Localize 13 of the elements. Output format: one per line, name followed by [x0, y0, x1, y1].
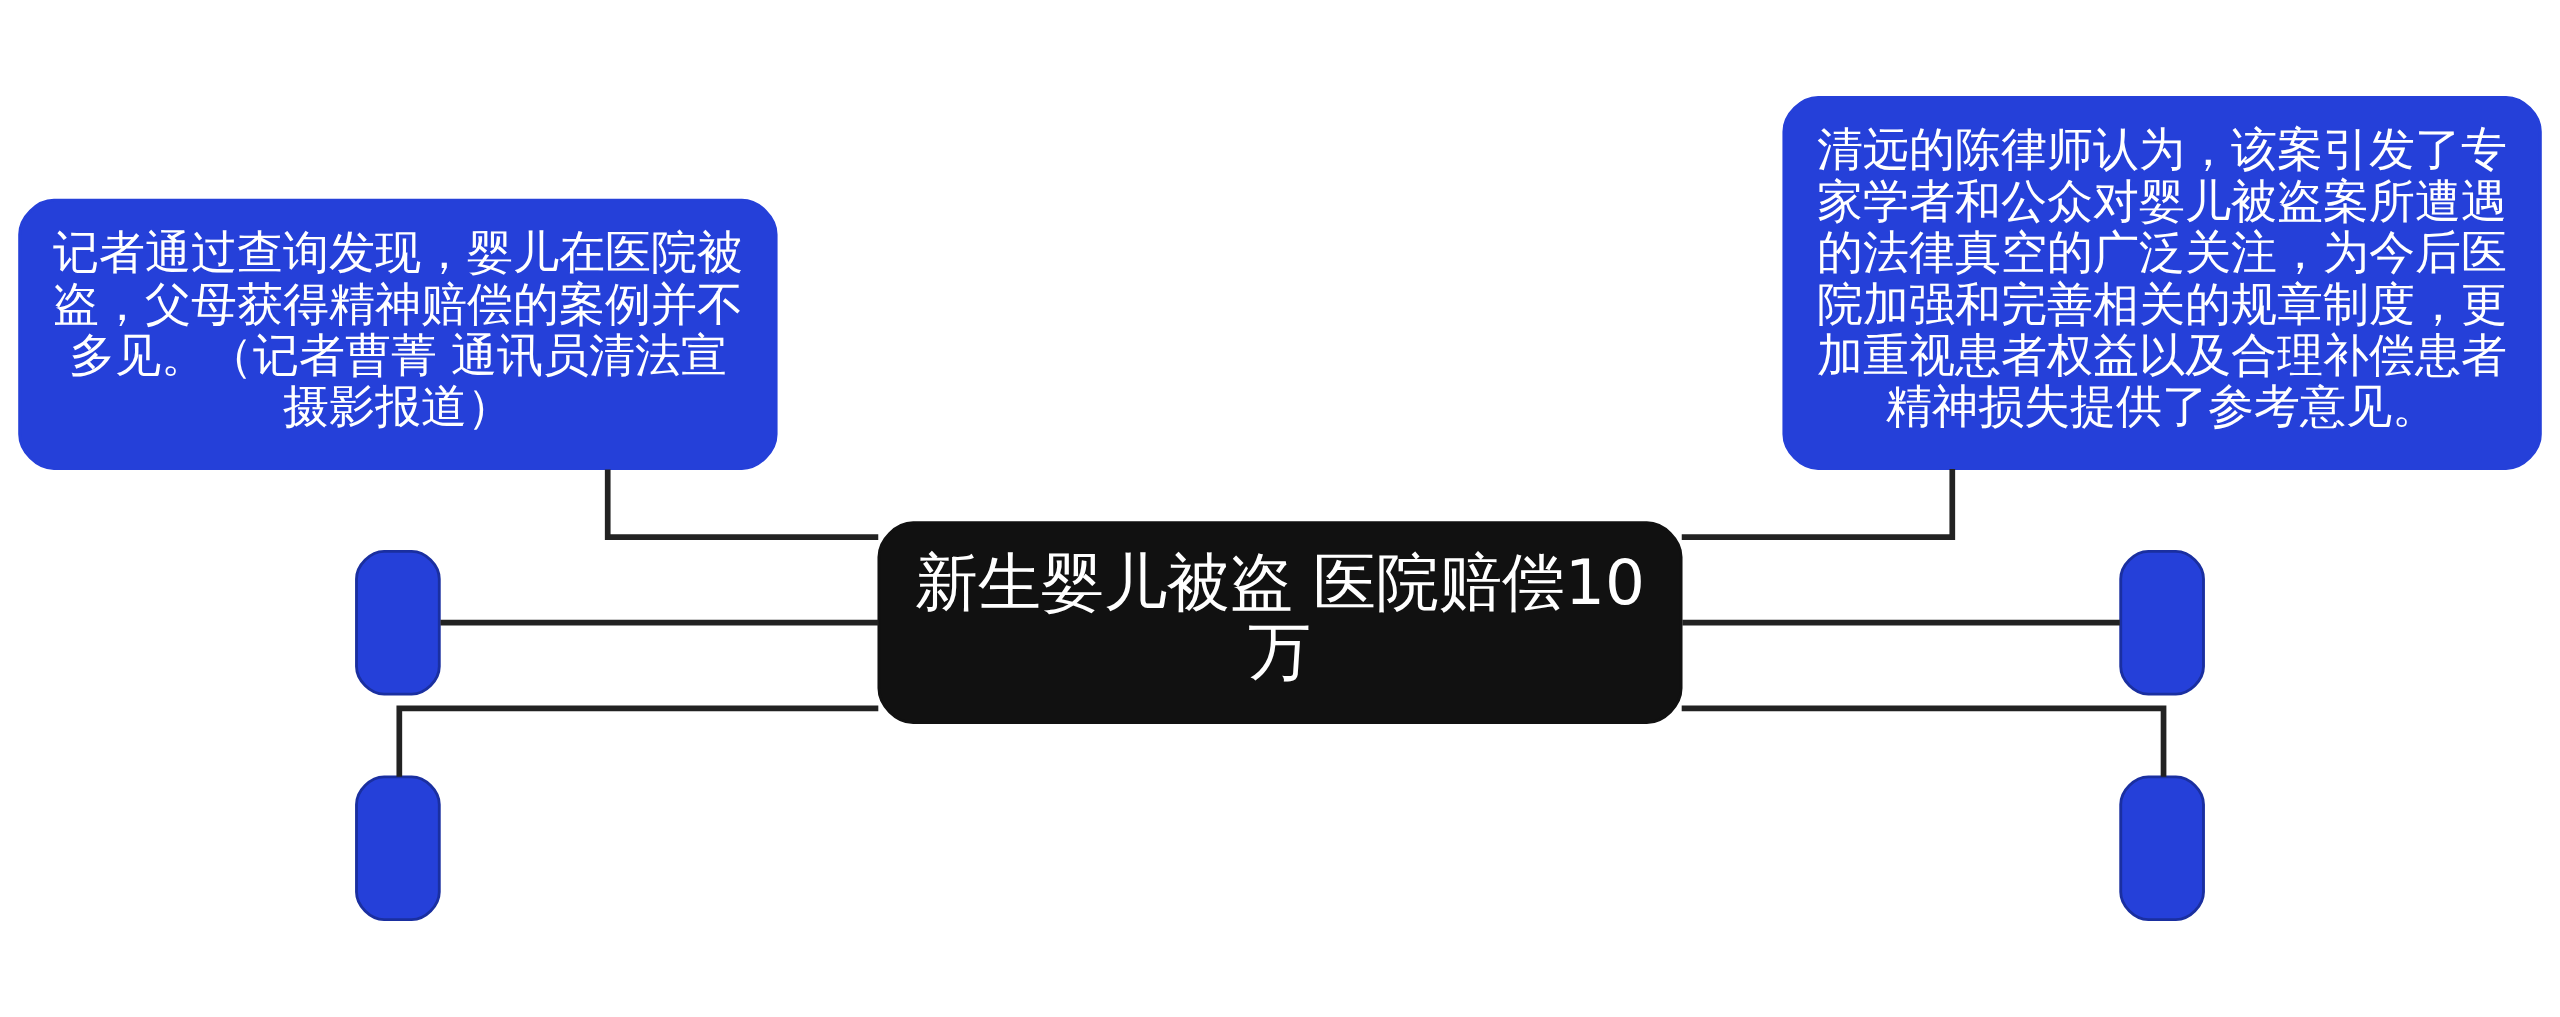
connector: [1681, 705, 2167, 777]
node-box: [2119, 775, 2205, 921]
node-box: [355, 549, 441, 696]
connector: [440, 619, 879, 626]
node-box: [2119, 549, 2205, 696]
node-box: 清远的陈律师认为，该案引发了专家学者和公众对婴儿被盗案所遭遇的法律真空的广泛关注，为今后医院加强和完善相关的规章制度，更加重视患者权益以及合理补偿患者精神损失提供了参考意见。: [1782, 96, 2542, 470]
connector: [1682, 619, 2120, 626]
node-box: 记者通过查询发现，婴儿在医院被盗，父母获得精神赔偿的案例并不多见。（记者曹菁 通讯员清法宣摄影报道）: [18, 198, 778, 470]
node-box: 新生婴儿被盗 医院赔偿10万: [877, 521, 1683, 725]
node-box: [355, 775, 441, 921]
connector: [396, 705, 879, 777]
connector: [604, 469, 879, 540]
connector: [1681, 468, 1956, 540]
